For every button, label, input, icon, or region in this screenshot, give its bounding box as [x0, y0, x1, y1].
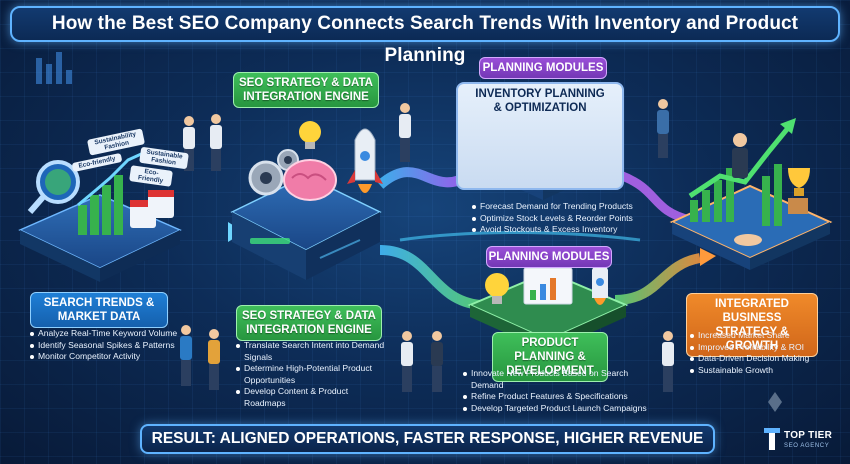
logo-t-icon [764, 428, 780, 450]
integrated-strategy-label: INTEGRATED BUSINESS STRATEGY & GROWTH [686, 293, 818, 357]
list-item: Analyze Real-Time Keyword Volume [30, 328, 200, 340]
list-item: Data-Driven Decision Making [690, 353, 840, 365]
flow-product-to-growth [614, 253, 702, 305]
engine-top-label: SEO STRATEGY & DATA INTEGRATION ENGINE [233, 72, 379, 108]
integrated-bullets: Increased Market Share Improved Profitab… [690, 330, 840, 376]
search-trends-bullets: Analyze Real-Time Keyword Volume Identif… [30, 328, 200, 363]
list-item: Avoid Stockouts & Excess Inventory [472, 224, 648, 236]
list-item: Develop Targeted Product Launch Campaign… [463, 403, 663, 415]
result-text: RESULT: ALIGNED OPERATIONS, FASTER RESPO… [151, 430, 704, 447]
inventory-card: INVENTORY PLANNING & OPTIMIZATION [456, 82, 624, 190]
list-item: Refine Product Features & Specifications [463, 391, 663, 403]
inventory-bullets: Forecast Demand for Trending Products Op… [472, 201, 648, 236]
page-title: How the Best SEO Company Connects Search… [51, 13, 799, 66]
product-planning-label: PRODUCT PLANNING & DEVELOPMENT [492, 332, 608, 382]
engine-bottom-label: SEO STRATEGY & DATA INTEGRATION ENGINE [236, 305, 382, 341]
list-item: Sustainable Growth [690, 365, 840, 377]
list-item: Innovate New Products Based on Search De… [463, 368, 663, 391]
list-item: Increased Market Share [690, 330, 840, 342]
list-item: Identify Seasonal Spikes & Patterns [30, 340, 200, 352]
list-item: Forecast Demand for Trending Products [472, 201, 648, 213]
list-item: Translate Search Intent into Demand Sign… [236, 340, 386, 363]
planning-modules-tag-bottom: PLANNING MODULES [486, 246, 612, 268]
list-item: Monitor Competitor Activity [30, 351, 200, 363]
flow-engine-to-product [379, 245, 481, 310]
title-banner: How the Best SEO Company Connects Search… [10, 6, 840, 66]
list-item: Develop Content & Product Roadmaps [236, 386, 386, 409]
flow-inventory-to-growth [618, 170, 692, 225]
list-item: Determine High-Potential Product Opportu… [236, 363, 386, 386]
engine-bottom-bullets: Translate Search Intent into Demand Sign… [236, 340, 386, 409]
logo: TOP TIER SEO AGENCY [764, 426, 846, 456]
product-planning-bullets: Innovate New Products Based on Search De… [463, 368, 663, 414]
list-item: Improved Profitability & ROI [690, 342, 840, 354]
list-item: Optimize Stock Levels & Reorder Points [472, 213, 648, 225]
logo-sub: SEO AGENCY [784, 443, 830, 449]
logo-name: TOP TIER [784, 430, 833, 441]
result-banner: RESULT: ALIGNED OPERATIONS, FASTER RESPO… [140, 424, 715, 454]
planning-modules-tag-top: PLANNING MODULES [479, 57, 607, 79]
inventory-heading: INVENTORY PLANNING & OPTIMIZATION [475, 88, 605, 114]
search-trends-label: SEARCH TRENDS & MARKET DATA [30, 292, 168, 328]
